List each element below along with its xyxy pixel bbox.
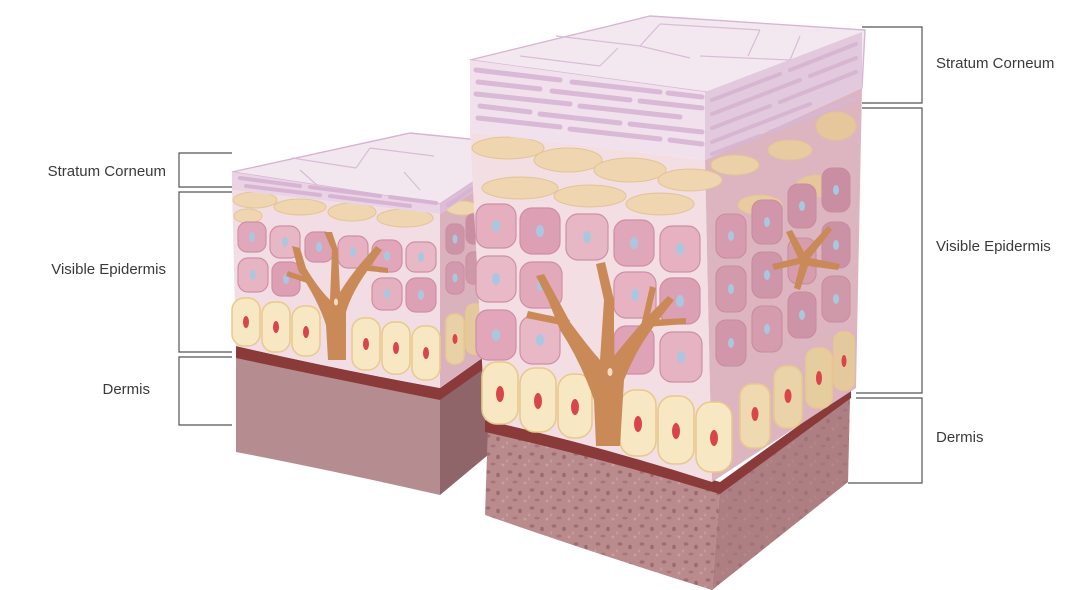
left-label-stratum-corneum: Stratum Corneum [0, 163, 166, 181]
left-bracket-dermis [179, 357, 232, 425]
right-skin-block [470, 16, 865, 590]
left-skin-block [232, 133, 488, 495]
left-label-dermis: Dermis [0, 381, 150, 399]
left-label-visible-epidermis: Visible Epidermis [0, 261, 166, 279]
right-bracket-stratum-corneum [862, 27, 922, 103]
right-bracket-dermis [848, 398, 922, 483]
right-label-dermis: Dermis [936, 429, 984, 447]
left-bracket-stratum-corneum [179, 153, 232, 187]
left-bracket-visible-epidermis [179, 192, 232, 352]
left-brackets [179, 153, 232, 425]
right-label-stratum-corneum: Stratum Corneum [936, 55, 1054, 73]
right-label-visible-epidermis: Visible Epidermis [936, 238, 1051, 256]
right-bracket-visible-epidermis [856, 108, 922, 393]
